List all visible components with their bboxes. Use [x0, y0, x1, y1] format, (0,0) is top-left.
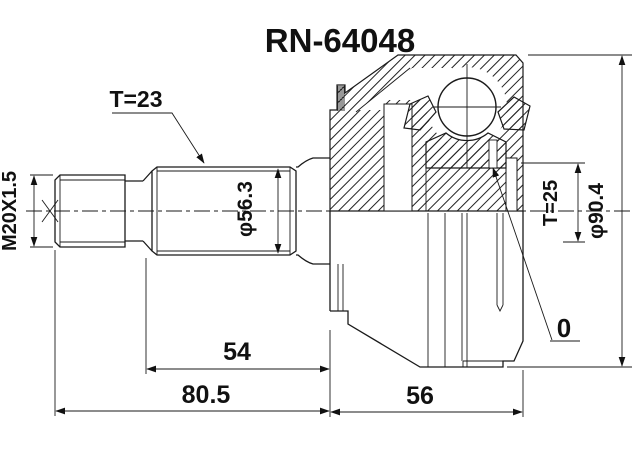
threaded-shaft-end: [41, 174, 126, 248]
boot-clamp-grooves: [427, 213, 504, 367]
joint-housing-section: [329, 54, 531, 212]
label-thread-spec: M20X1.5: [0, 171, 53, 251]
snap-ring-groove: [488, 139, 498, 169]
label-inner-spline: T=25: [521, 162, 585, 243]
cage-section-left: [403, 95, 437, 131]
label-groove-offset: 0: [492, 167, 580, 343]
label-housing-outer-diameter: φ90.4: [507, 54, 632, 368]
svg-text:0: 0: [557, 313, 571, 343]
shaft-neck: [125, 170, 153, 252]
label-shaft-diameter: φ56.3: [234, 168, 282, 254]
dimension-shaft-total: 80.5: [54, 250, 330, 416]
dimension-housing-length: 56: [329, 330, 524, 417]
label-outer-spline: T=23: [109, 86, 205, 164]
svg-text:M20X1.5: M20X1.5: [0, 171, 21, 251]
svg-text:54: 54: [223, 338, 251, 366]
part-number-title: RN-64048: [265, 22, 415, 59]
joint-housing-external: [329, 211, 524, 368]
inner-race-section: [425, 132, 507, 169]
svg-text:80.5: 80.5: [182, 381, 231, 409]
thread-runout-mark: [41, 199, 59, 223]
svg-text:T=23: T=23: [109, 86, 162, 112]
dimension-spline-to-face: 54: [145, 258, 330, 374]
splined-shaft: [151, 157, 330, 265]
boot-groove-serration: [337, 86, 345, 111]
inner-spline-bore: [505, 157, 518, 212]
svg-text:φ56.3: φ56.3: [234, 181, 257, 237]
svg-text:T=25: T=25: [540, 180, 562, 226]
svg-text:56: 56: [406, 382, 434, 410]
svg-text:φ90.4: φ90.4: [585, 183, 608, 239]
cage-section-right: [497, 96, 531, 131]
